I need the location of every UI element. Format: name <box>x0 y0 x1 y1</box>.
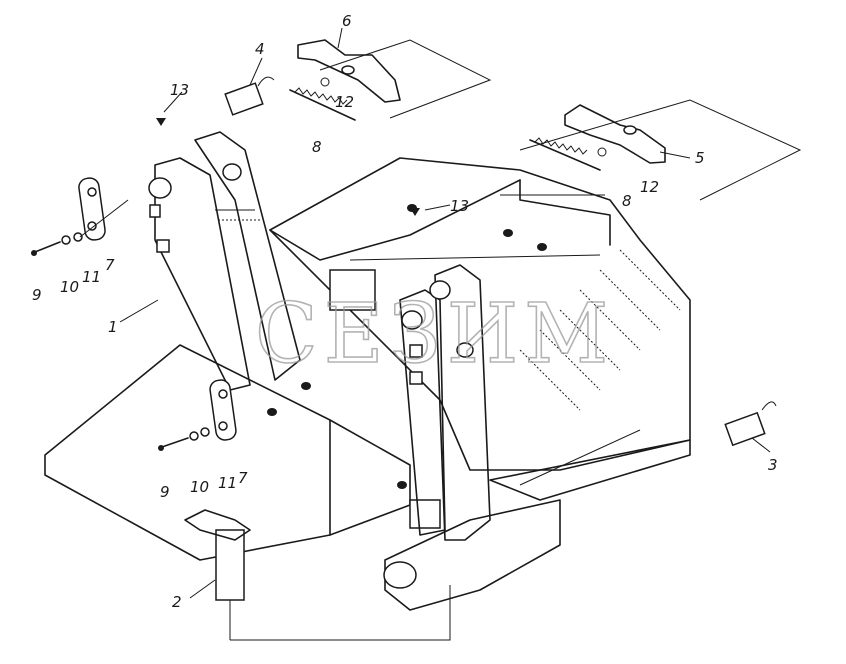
callout-2: 2 <box>172 593 182 611</box>
part-5-plate <box>564 104 666 164</box>
callout-11-lower: 11 <box>218 474 237 492</box>
leader-lines <box>119 27 771 599</box>
callout-13-mid: 13 <box>450 197 469 215</box>
part-7-links <box>78 177 237 441</box>
callout-13-left: 13 <box>170 81 189 99</box>
part-2-pin <box>184 509 251 601</box>
part-6-plate <box>297 39 401 103</box>
right-bracket <box>399 264 491 541</box>
step-body <box>44 157 691 611</box>
callout-9-left: 9 <box>32 286 42 304</box>
callout-6: 6 <box>342 12 352 30</box>
callout-7-left: 7 <box>105 256 115 274</box>
callout-4: 4 <box>255 40 265 58</box>
callout-8-right: 8 <box>622 192 632 210</box>
callout-1: 1 <box>108 318 118 336</box>
springs <box>289 77 607 171</box>
callout-9-lower: 9 <box>160 483 170 501</box>
left-bracket <box>148 131 301 391</box>
callout-3: 3 <box>768 456 778 474</box>
callout-8-top: 8 <box>312 138 322 156</box>
callout-labels: 1 2 3 4 5 6 7 7 8 8 9 9 10 10 11 11 12 1… <box>32 12 778 611</box>
callout-11-left: 11 <box>82 268 101 286</box>
part-4-sensor <box>224 76 275 116</box>
callout-5: 5 <box>695 149 705 167</box>
part-3-sensor <box>724 401 777 447</box>
callout-10-lower: 10 <box>190 478 209 496</box>
callout-10-left: 10 <box>60 278 79 296</box>
watermark-text: СЕЗИМ <box>255 287 614 382</box>
callout-7-lower: 7 <box>238 469 248 487</box>
callout-12-right: 12 <box>640 178 659 196</box>
fasteners <box>31 118 420 451</box>
callout-12-top: 12 <box>335 93 354 111</box>
